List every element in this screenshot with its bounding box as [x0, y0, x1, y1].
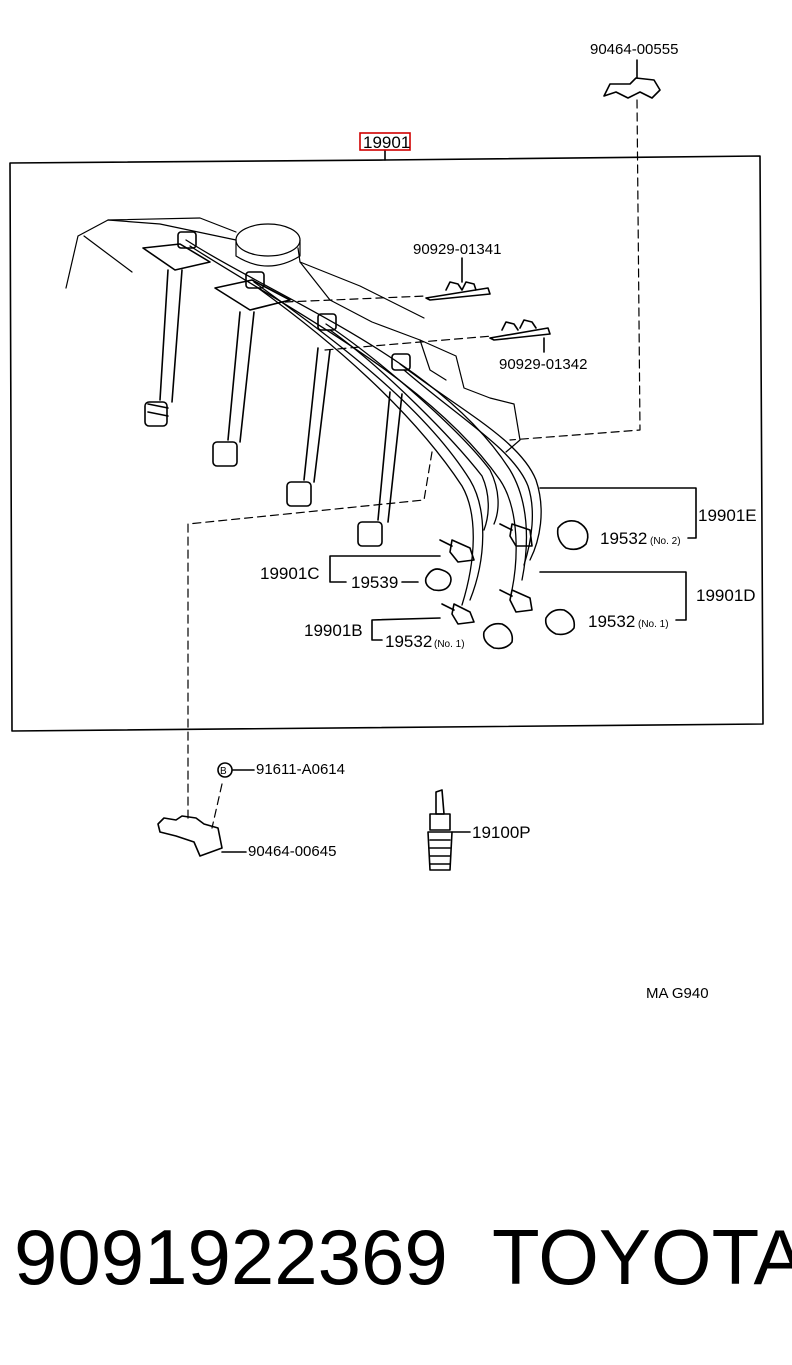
bracket-19901e	[539, 487, 697, 539]
coil-connectors	[177, 231, 411, 371]
clamp-b-drawing	[489, 319, 551, 341]
cap-no1-left-drawing	[482, 622, 514, 650]
label-clamp-top[interactable]: 90464-00555	[590, 41, 678, 58]
label-cap-no2[interactable]: 19532	[600, 529, 647, 548]
assembly-frame	[9, 155, 764, 732]
label-cap-no1-right-suffix: (No. 1)	[638, 619, 669, 630]
label-holder[interactable]: 19539	[351, 573, 398, 592]
label-cap-no2-suffix: (No. 2)	[650, 536, 681, 547]
label-wire-b[interactable]: 19901B	[304, 621, 363, 640]
bracket-19901c	[329, 555, 441, 583]
clamp-bottom-drawing	[157, 815, 223, 857]
dashed-leaders	[187, 99, 641, 829]
footer-brand: TOYOTA	[492, 1213, 792, 1301]
label-cap-no1-left[interactable]: 19532	[385, 632, 432, 651]
label-clamp-bottom[interactable]: 90464-00645	[248, 843, 336, 860]
label-wire-d[interactable]: 19901D	[696, 586, 756, 605]
bracket-19901b	[371, 617, 441, 641]
bracket-19901d	[539, 571, 687, 621]
spark-plug-drawing	[427, 789, 471, 871]
assembly-number[interactable]: 19901	[363, 133, 410, 152]
bolt-marker-circle	[217, 762, 233, 778]
label-wire-c[interactable]: 19901C	[260, 564, 320, 583]
spark-plug-tubes	[142, 243, 403, 547]
wire-boots	[439, 523, 533, 625]
label-wire-e[interactable]: 19901E	[698, 506, 757, 525]
assembly-number-highlight	[359, 132, 411, 151]
holder-19539-drawing	[424, 568, 452, 592]
label-cap-no1-right[interactable]: 19532	[588, 612, 635, 631]
label-clamp-a[interactable]: 90929-01341	[413, 241, 501, 258]
label-bolt[interactable]: 91611-A0614	[256, 761, 345, 778]
cap-no1-right-drawing	[544, 608, 576, 636]
clamp-a-drawing	[425, 281, 491, 301]
engine-head-outline	[65, 217, 521, 453]
footer-part-number: 9091922369	[14, 1213, 448, 1301]
label-cap-no1-left-suffix: (No. 1)	[434, 639, 465, 650]
clamp-top-drawing	[603, 77, 661, 99]
label-clamp-b[interactable]: 90929-01342	[499, 356, 587, 373]
cap-no2-drawing	[556, 520, 589, 551]
label-spark-plug[interactable]: 19100P	[472, 823, 531, 842]
label-bolt-marker: B	[220, 766, 227, 777]
label-diagram-id: MA G940	[646, 985, 709, 1002]
